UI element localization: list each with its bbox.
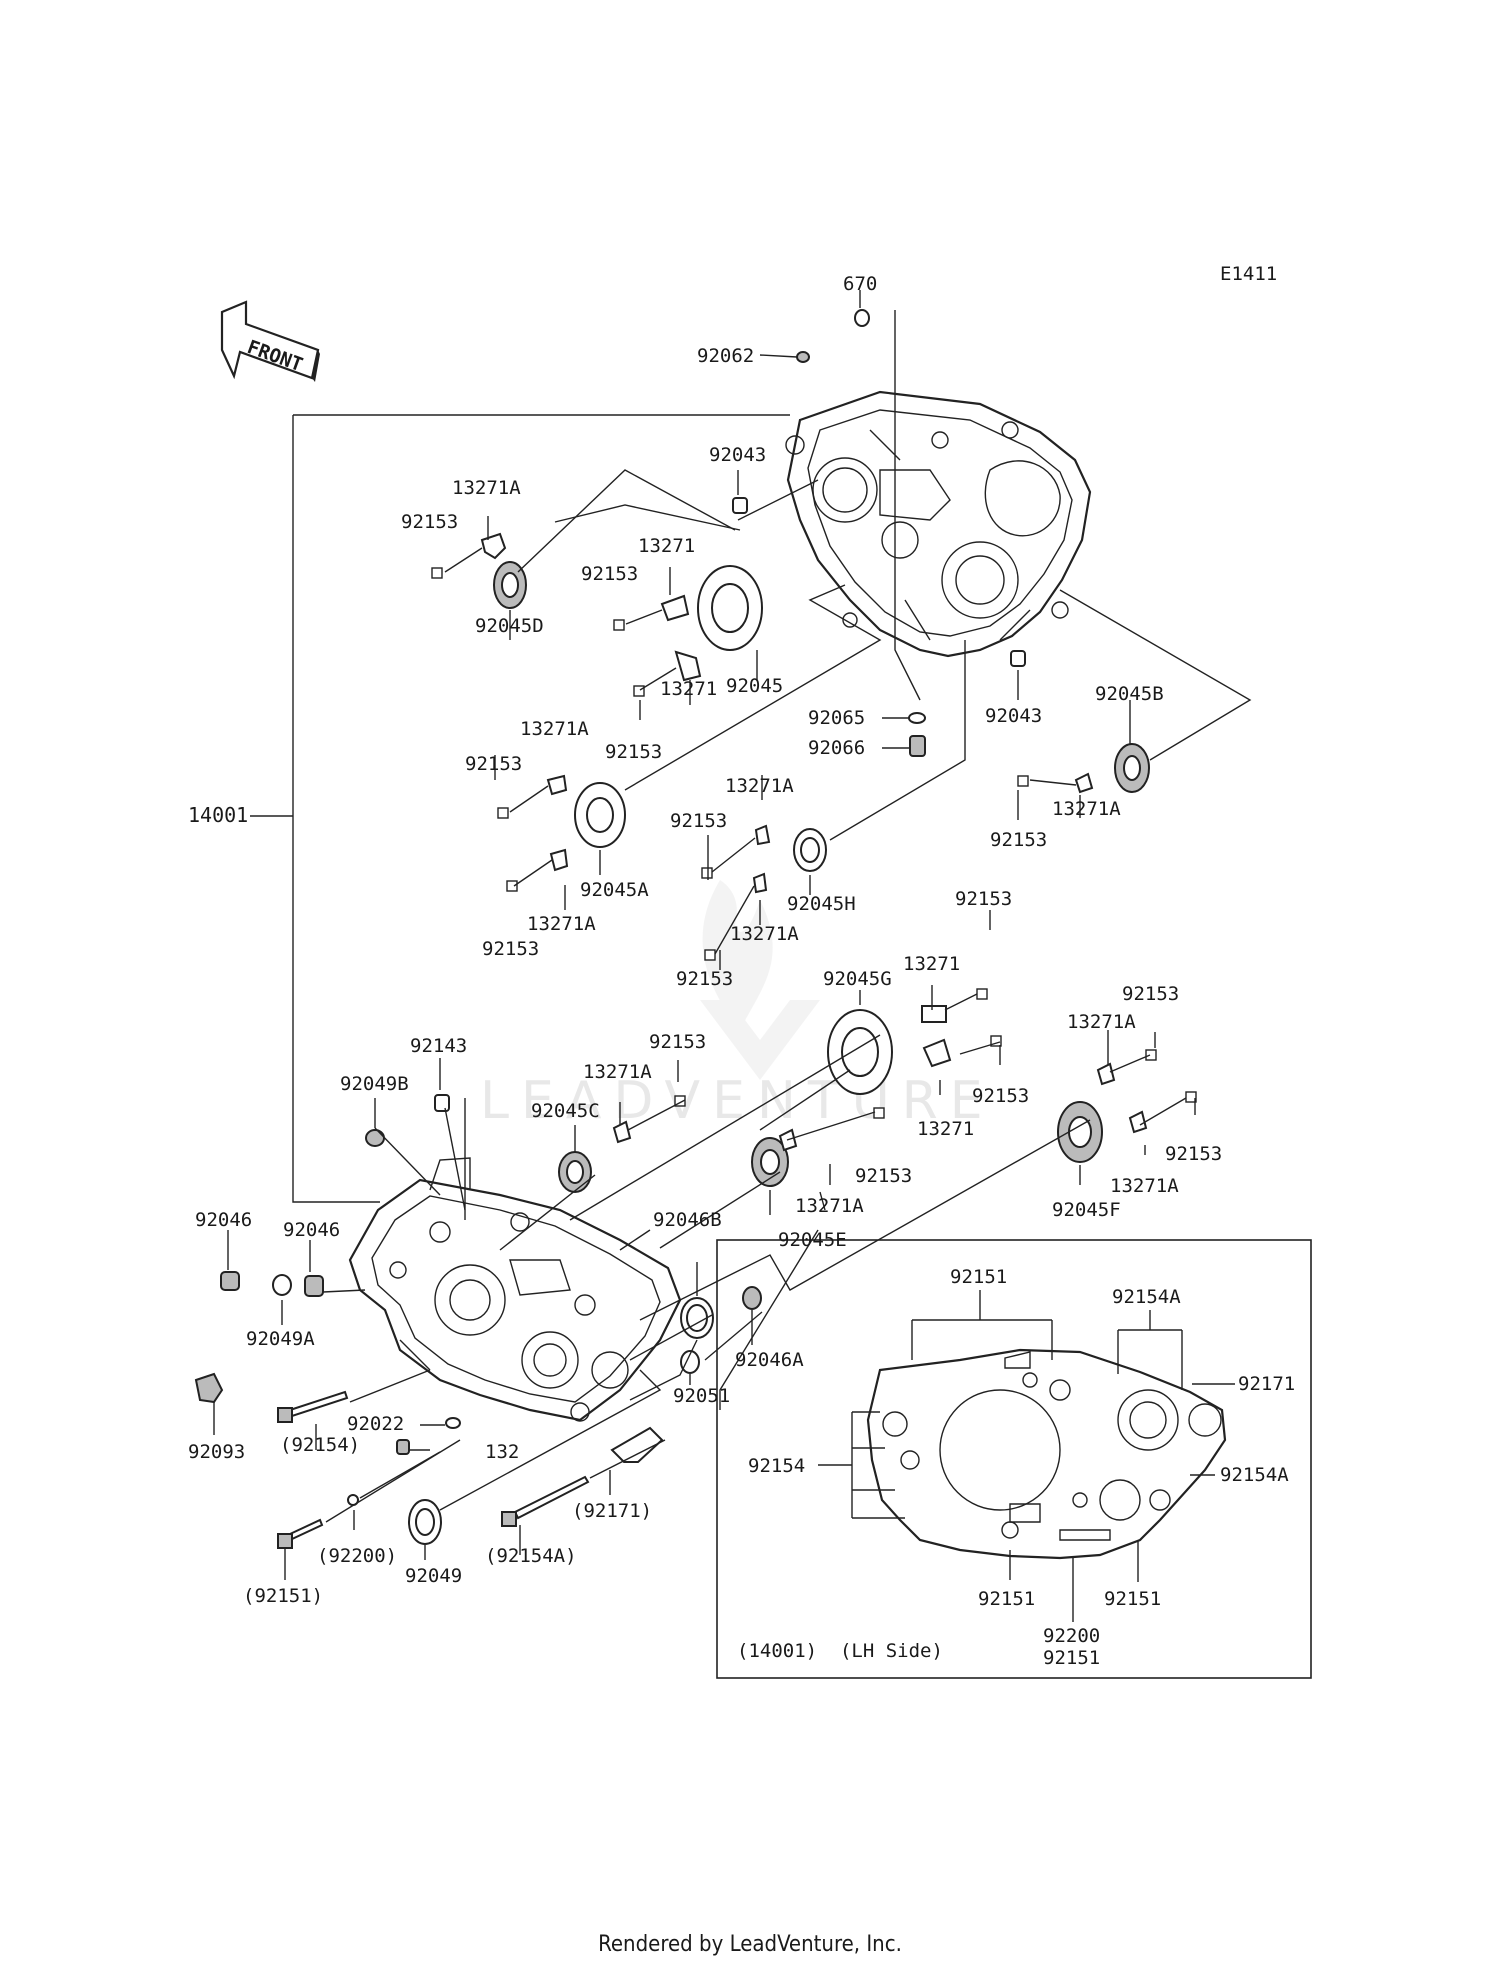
label-92045F: 92045F xyxy=(1052,1199,1121,1221)
label-92066: 92066 xyxy=(808,737,865,759)
label-13271A-3: 13271A xyxy=(520,718,589,740)
label-13271-4: 13271 xyxy=(917,1118,974,1140)
label-92045A: 92045A xyxy=(580,879,649,901)
watermark-logo xyxy=(700,880,820,1080)
label-92153-6: 92153 xyxy=(482,938,539,960)
retainer-plates xyxy=(480,532,1148,1152)
label-92153-8: 92153 xyxy=(676,968,733,990)
crankcase-lower xyxy=(348,1157,682,1422)
label-132: 132 xyxy=(485,1441,519,1463)
inset-label-92200: 92200 xyxy=(1043,1625,1100,1647)
label-13271A-10: 13271A xyxy=(1110,1175,1179,1197)
label-92049B: 92049B xyxy=(340,1073,409,1095)
label-92045G: 92045G xyxy=(823,968,892,990)
inset-label-92151-bl: 92151 xyxy=(978,1588,1035,1610)
label-92022: 92022 xyxy=(347,1413,404,1435)
inset-label-92154: 92154 xyxy=(748,1455,805,1477)
label-92045D: 92045D xyxy=(475,615,544,637)
label-92151p: (92151) xyxy=(243,1585,323,1607)
label-92045: 92045 xyxy=(726,675,783,697)
label-92153-5: 92153 xyxy=(465,753,522,775)
label-13271A-7: 13271A xyxy=(1067,1011,1136,1033)
label-92153-7: 92153 xyxy=(670,810,727,832)
label-92045H: 92045H xyxy=(787,893,856,915)
watermark: LEADVENTURE xyxy=(480,1071,995,1131)
label-13271A-9: 13271A xyxy=(795,1195,864,1217)
label-13271-3: 13271 xyxy=(903,953,960,975)
diagram-code: E1411 xyxy=(1220,263,1277,285)
label-13271A-8: 13271A xyxy=(583,1061,652,1083)
label-92045C: 92045C xyxy=(531,1100,600,1122)
leader-lines xyxy=(213,290,1252,1622)
label-13271A-4: 13271A xyxy=(527,913,596,935)
inset-label-92171: 92171 xyxy=(1238,1373,1295,1395)
label-92046-1: 92046 xyxy=(195,1209,252,1231)
label-92200p: (92200) xyxy=(317,1545,397,1567)
label-92154p: (92154) xyxy=(280,1434,360,1456)
label-92049A: 92049A xyxy=(246,1328,315,1350)
bolts xyxy=(277,567,1197,1549)
inset-label-92154A-top: 92154A xyxy=(1112,1286,1181,1308)
label-13271A-1: 13271A xyxy=(452,477,521,499)
label-92153-4: 92153 xyxy=(990,829,1047,851)
label-92143: 92143 xyxy=(410,1035,467,1057)
inset-label-92151-b: 92151 xyxy=(1043,1647,1100,1669)
callout-labels: 670 92062 92043 13271A 92153 92045D 1327… xyxy=(188,273,1295,1669)
label-92153-12: 92153 xyxy=(1165,1143,1222,1165)
label-92065: 92065 xyxy=(808,707,865,729)
label-92093: 92093 xyxy=(188,1441,245,1463)
label-13271-2: 13271 xyxy=(660,678,717,700)
label-92051: 92051 xyxy=(673,1385,730,1407)
label-92153-14: 92153 xyxy=(855,1165,912,1187)
label-13271A-5: 13271A xyxy=(725,775,794,797)
inset-caption: (14001) (LH Side) xyxy=(737,1640,943,1662)
label-92153-13: 92153 xyxy=(649,1031,706,1053)
label-92045E: 92045E xyxy=(778,1229,847,1251)
label-92171p: (92171) xyxy=(572,1500,652,1522)
label-92046B: 92046B xyxy=(653,1209,722,1231)
footer-credit: Rendered by LeadVenture, Inc. xyxy=(598,1932,902,1957)
front-arrow-icon: FRONT xyxy=(220,300,320,382)
label-92153-11: 92153 xyxy=(1122,983,1179,1005)
label-13271A-2: 13271A xyxy=(1052,798,1121,820)
label-92154Ap: (92154A) xyxy=(485,1545,577,1567)
label-14001: 14001 xyxy=(188,803,248,827)
label-92153-2: 92153 xyxy=(581,563,638,585)
label-92153-3: 92153 xyxy=(605,741,662,763)
label-92062: 92062 xyxy=(697,345,754,367)
label-92043-r: 92043 xyxy=(985,705,1042,727)
label-92153-1: 92153 xyxy=(401,511,458,533)
inset-crankcase-lh xyxy=(866,1348,1227,1560)
label-13271-1: 13271 xyxy=(638,535,695,557)
crankcase-upper xyxy=(785,390,1092,658)
inset-label-92154A-r: 92154A xyxy=(1220,1464,1289,1486)
label-92045B: 92045B xyxy=(1095,683,1164,705)
inset-label-92151-br: 92151 xyxy=(1104,1588,1161,1610)
label-13271A-6: 13271A xyxy=(730,923,799,945)
label-92046A: 92046A xyxy=(735,1349,804,1371)
label-92153-10: 92153 xyxy=(972,1085,1029,1107)
label-92049: 92049 xyxy=(405,1565,462,1587)
label-92043-top: 92043 xyxy=(709,444,766,466)
inset-box xyxy=(716,1239,1312,1679)
inset-label-92151-top: 92151 xyxy=(950,1266,1007,1288)
label-670: 670 xyxy=(843,273,877,295)
label-92046-2: 92046 xyxy=(283,1219,340,1241)
label-92153-9: 92153 xyxy=(955,888,1012,910)
